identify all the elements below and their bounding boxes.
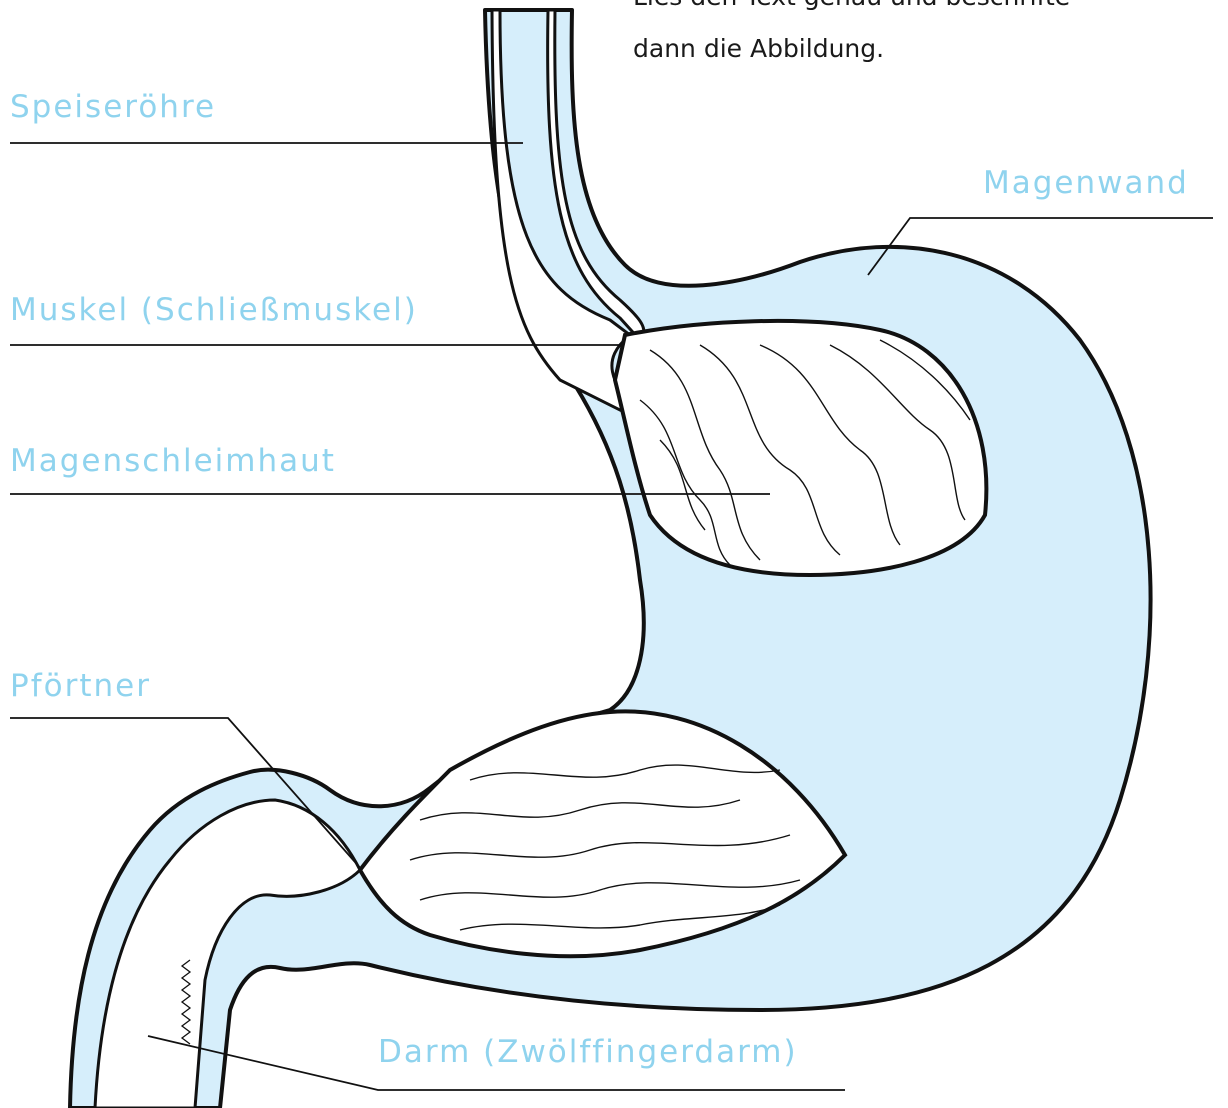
- label-speiseroehre: Speiseröhre: [10, 89, 216, 125]
- label-darm: Darm (Zwölffingerdarm): [378, 1034, 798, 1070]
- label-magenwand: Magenwand: [983, 165, 1189, 201]
- instruction-line-1: Lies den Text genau und beschrifte: [633, 0, 1193, 16]
- label-pfoertner: Pförtner: [10, 668, 151, 704]
- label-magenschleimhaut: Magenschleimhaut: [10, 443, 336, 479]
- instruction-line-2: dann die Abbildung.: [633, 30, 1193, 68]
- mucosa-upper-cavity: [615, 321, 986, 575]
- label-muskel: Muskel (Schließmuskel): [10, 292, 418, 328]
